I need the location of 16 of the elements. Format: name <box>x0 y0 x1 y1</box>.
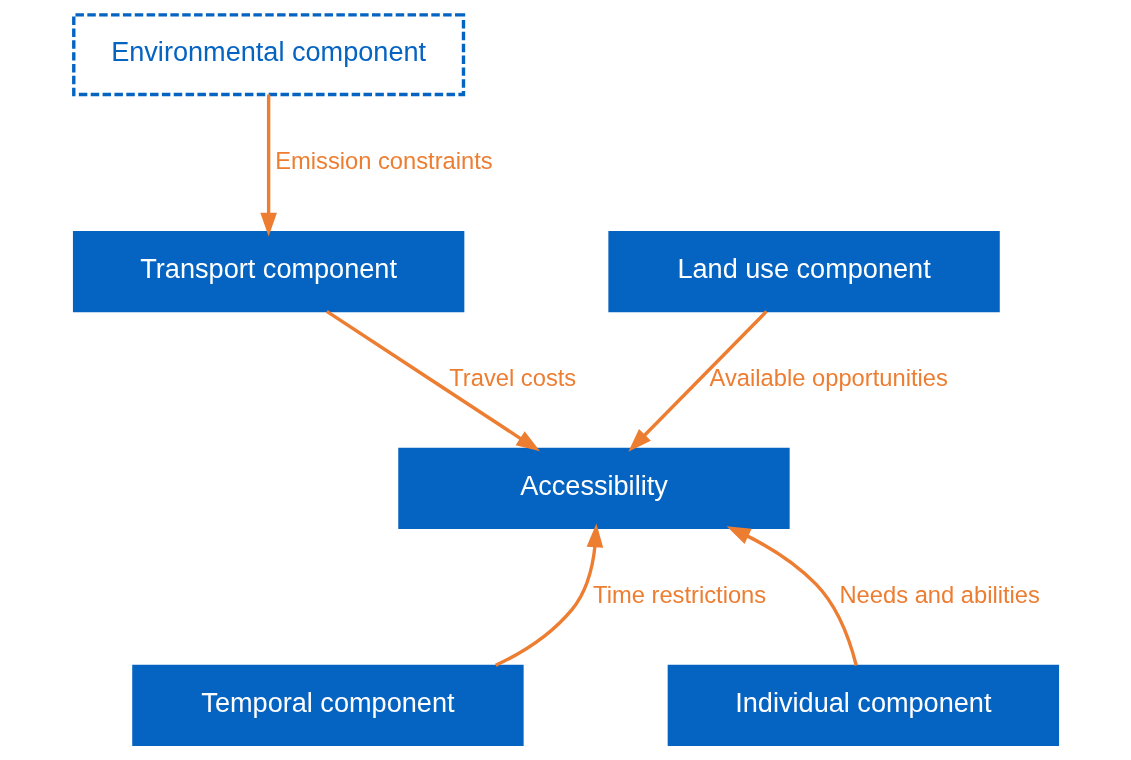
arrow <box>627 310 768 452</box>
node-box: Land use component <box>607 230 1000 313</box>
arrow <box>325 310 540 452</box>
node-box: Environmental component <box>71 13 465 97</box>
node-box: Temporal component <box>131 664 524 746</box>
edge-label: Emission constraints <box>274 148 493 175</box>
arrow <box>259 94 277 237</box>
node-box: Accessibility <box>397 447 790 530</box>
arrow <box>726 526 858 666</box>
edge-label: Travel costs <box>448 365 576 392</box>
node-box: Individual component <box>667 664 1059 746</box>
node-box: Transport component <box>72 230 464 313</box>
edge-label: Needs and abilities <box>838 582 1040 609</box>
arrow <box>494 523 603 667</box>
edge-label: Time restrictions <box>592 582 766 609</box>
edge-label: Available opportunities <box>709 365 948 392</box>
